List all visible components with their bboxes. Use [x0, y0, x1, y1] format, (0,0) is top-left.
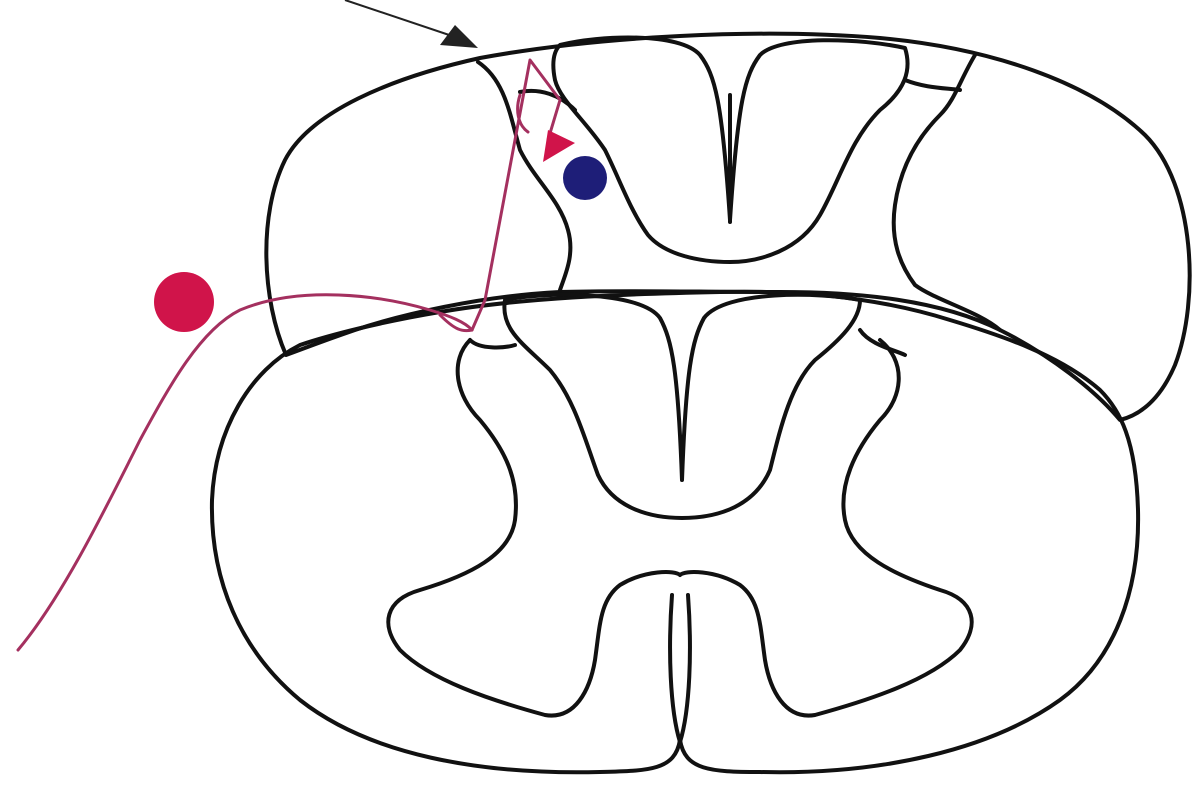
- lower-right-grey-matter: [678, 338, 974, 718]
- peripheral-fiber: [16, 293, 474, 652]
- pointer-arrow: [344, 0, 478, 48]
- arrow-head: [440, 25, 478, 48]
- upper-cord-section: [264, 31, 1192, 422]
- lower-posterior-column: [502, 292, 862, 520]
- blue-dot: [563, 156, 607, 200]
- central-branch: [438, 313, 474, 333]
- upper-left-tract: [518, 89, 577, 112]
- red-dot: [154, 272, 214, 332]
- lower-left-tract: [468, 338, 517, 350]
- lower-cord-section: [209, 289, 1141, 775]
- lower-left-grey-matter: [386, 338, 682, 718]
- upper-left-horn: [476, 60, 573, 292]
- upper-cord-outline: [264, 31, 1192, 422]
- upper-right-horn: [891, 53, 1002, 332]
- upper-right-tract: [903, 78, 962, 92]
- sensory-neuron: [16, 58, 607, 652]
- lower-cord-outline: [209, 289, 1141, 775]
- upper-central-column: [551, 35, 910, 264]
- lower-right-tract: [858, 328, 907, 357]
- synapse-triangle: [543, 130, 575, 162]
- short-branch: [516, 93, 530, 134]
- ascending-fiber: [470, 58, 562, 332]
- lower-anterior-fissure: [668, 593, 692, 744]
